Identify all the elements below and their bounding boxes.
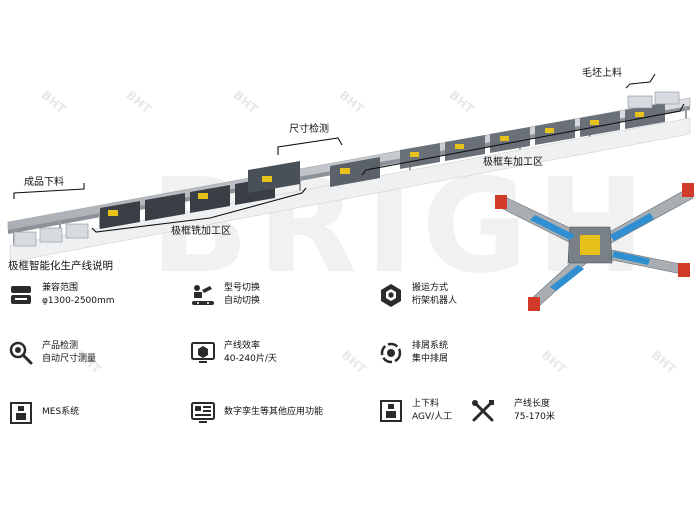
feature-value: 桁架机器人 [412,296,458,306]
label-finished-unloading: 成品下料 [24,177,64,188]
feature-digital-twin: 数字孪生等其他应用功能 [190,400,323,426]
gantry-robot-icon [378,282,404,308]
bracket-finished-unloading [13,183,85,199]
floor-base [9,117,691,263]
bracket-raw-loading [625,73,656,89]
feature-value: 自动切换 [224,296,261,306]
feature-value: 40-240片/天 [224,354,277,364]
feature-inspection: 产品检测自动尺寸测量 [8,340,96,366]
feature-title: 数字孪生等其他应用功能 [224,407,324,417]
label-dimension-check: 尺寸检测 [289,124,329,135]
feature-title: 搬运方式 [412,283,449,293]
loading-station [627,91,680,109]
bht-watermark: BHT [338,347,369,377]
tray-icon [8,282,34,308]
feature-value: 75-170米 [514,412,555,422]
feature-title: 上下料 [412,399,440,409]
feature-title: 型号切换 [224,283,261,293]
chip-cycle-icon [378,340,404,366]
inspection-station [330,157,380,187]
cross-gantry-robot [494,183,694,311]
lathe-machines [400,103,665,169]
label-milling-area: 极框铣加工区 [171,226,231,237]
mes-station-icon [8,400,34,426]
feature-line-length: 产线长度 75-170米 [470,398,555,424]
label-raw-loading: 毛坯上料 [582,68,622,79]
feature-title: 产线效率 [224,341,261,351]
feature-title: 产线长度 [514,399,551,409]
feature-efficiency: 产线效率 40-240片/天 [190,340,277,366]
feature-mes: MES系统 [8,400,79,426]
feature-title: 排屑系统 [412,341,449,351]
feature-compatibility: 兼容范围 φ1300-2500mm [8,282,115,308]
feature-title: MES系统 [42,407,80,417]
bracket-lathe-area [361,103,685,176]
feature-chip-removal: 排屑系统集中排屑 [378,340,448,366]
agv-station-icon [378,398,404,424]
milling-machines [100,161,300,229]
feature-title: 产品检测 [42,341,79,351]
line-title: 极框智能化生产线说明 [8,260,113,272]
feature-loading: 上下料 AGV/人工 [378,398,452,424]
robot-switch-icon [190,282,216,308]
feature-value: φ1300-2500mm [42,296,115,306]
digital-twin-icon [190,400,216,426]
monitor-box-icon [190,340,216,366]
section-brackets [13,73,685,233]
feature-title: 兼容范围 [42,283,79,293]
tools-icon [470,398,496,424]
bht-watermark: BHT [648,347,679,377]
bracket-milling-area [91,187,307,233]
magnifier-icon [8,340,34,366]
label-lathe-area: 极框车加工区 [483,157,543,168]
feature-model-switch: 型号切换自动切换 [190,282,260,308]
bracket-dimension-check [277,137,343,155]
production-line-illustration [7,73,694,311]
bht-watermark: BHT [538,347,569,377]
feature-value: 自动尺寸测量 [42,354,97,364]
feature-handling: 搬运方式桁架机器人 [378,282,457,308]
unloading-racks [13,223,89,247]
feature-value: AGV/人工 [412,412,453,422]
feature-value: 集中排屑 [412,354,449,364]
